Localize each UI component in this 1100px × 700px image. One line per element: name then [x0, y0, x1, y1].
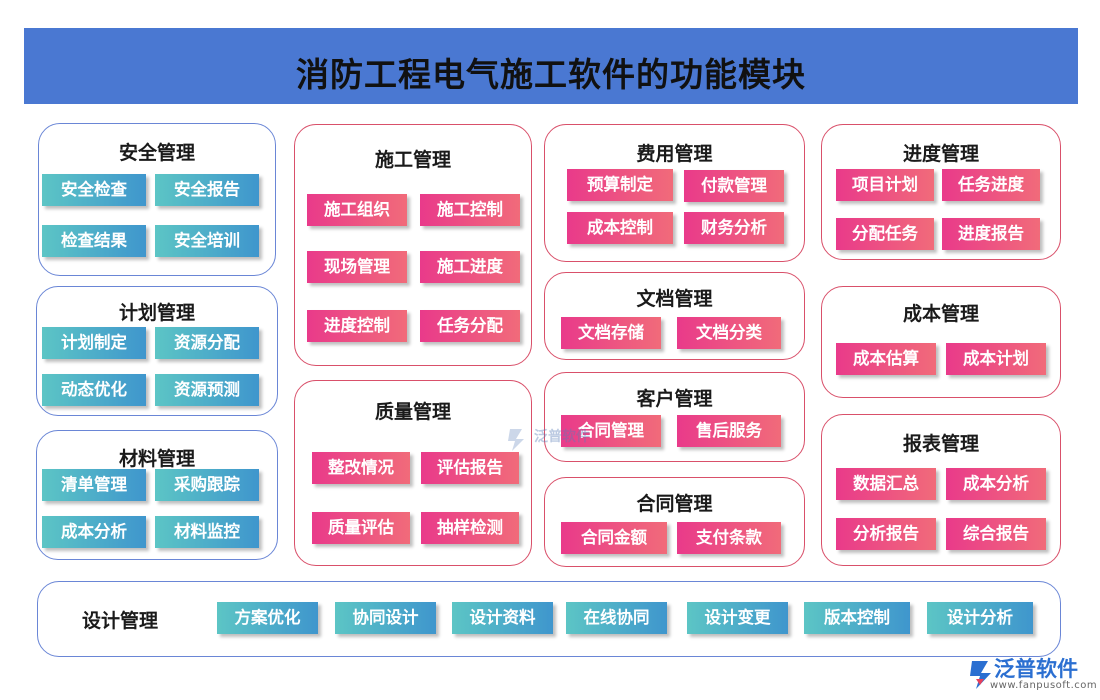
item-cost-plan[interactable]: 成本计划	[946, 343, 1046, 375]
item-task-progress[interactable]: 任务进度	[942, 169, 1040, 201]
module-cost-title: 成本管理	[902, 303, 979, 325]
item-evaluation-report[interactable]: 评估报告	[421, 452, 519, 484]
item-online-collaboration[interactable]: 在线协同	[566, 602, 667, 634]
item-payment-management[interactable]: 付款管理	[684, 170, 784, 202]
watermark-logo-icon	[508, 429, 524, 451]
item-version-control[interactable]: 版本控制	[804, 602, 910, 634]
item-construction-progress[interactable]: 施工进度	[420, 251, 520, 283]
item-design-materials[interactable]: 设计资料	[452, 602, 553, 634]
item-cost-control[interactable]: 成本控制	[567, 212, 673, 244]
module-quality-title: 质量管理	[374, 401, 451, 423]
module-contract-title: 合同管理	[636, 493, 713, 515]
item-design-analysis[interactable]: 设计分析	[927, 602, 1033, 634]
module-design-title: 设计管理	[82, 610, 159, 632]
item-after-sales[interactable]: 售后服务	[677, 415, 781, 447]
module-material-title: 材料管理	[118, 448, 195, 470]
watermark-text: 泛普软件	[534, 429, 590, 445]
item-cost-estimate[interactable]: 成本估算	[836, 343, 936, 375]
item-collaborative-design[interactable]: 协同设计	[335, 602, 436, 634]
item-material-monitor[interactable]: 材料监控	[155, 516, 259, 548]
item-purchase-tracking[interactable]: 采购跟踪	[155, 469, 259, 501]
item-cost-analysis-report[interactable]: 成本分析	[946, 468, 1046, 500]
item-plan-making[interactable]: 计划制定	[42, 327, 146, 359]
logo-name: 泛普软件	[994, 657, 1078, 681]
item-document-storage[interactable]: 文档存储	[561, 317, 661, 349]
item-safety-check[interactable]: 安全检查	[42, 174, 146, 206]
item-resource-forecast[interactable]: 资源预测	[155, 374, 259, 406]
item-resource-allocation[interactable]: 资源分配	[155, 327, 259, 359]
item-payment-terms[interactable]: 支付条款	[677, 522, 781, 554]
item-site-management[interactable]: 现场管理	[307, 251, 407, 283]
logo-url: www.fanpusoft.com	[990, 680, 1098, 691]
item-rectification[interactable]: 整改情况	[312, 452, 410, 484]
item-comprehensive-report[interactable]: 综合报告	[946, 518, 1046, 550]
item-document-category[interactable]: 文档分类	[677, 317, 781, 349]
item-safety-training[interactable]: 安全培训	[155, 225, 259, 257]
module-customer-title: 客户管理	[636, 388, 713, 410]
item-quality-evaluation[interactable]: 质量评估	[312, 512, 410, 544]
item-construction-org[interactable]: 施工组织	[307, 194, 407, 226]
module-report-title: 报表管理	[902, 433, 979, 455]
item-safety-report[interactable]: 安全报告	[155, 174, 259, 206]
module-document-title: 文档管理	[636, 288, 713, 310]
item-check-result[interactable]: 检查结果	[42, 225, 146, 257]
item-data-summary[interactable]: 数据汇总	[836, 468, 936, 500]
item-list-management[interactable]: 清单管理	[42, 469, 146, 501]
item-budget-making[interactable]: 预算制定	[567, 169, 673, 201]
title-banner: 消防工程电气施工软件的功能模块	[24, 28, 1078, 104]
item-sampling-test[interactable]: 抽样检测	[421, 512, 519, 544]
item-dynamic-optimization[interactable]: 动态优化	[42, 374, 146, 406]
page-title: 消防工程电气施工软件的功能模块	[296, 55, 806, 94]
item-analysis-report[interactable]: 分析报告	[836, 518, 936, 550]
module-safety-title: 安全管理	[118, 142, 195, 164]
module-plan-title: 计划管理	[118, 302, 195, 324]
item-progress-control[interactable]: 进度控制	[307, 310, 407, 342]
module-progress-title: 进度管理	[902, 143, 979, 165]
item-cost-analysis[interactable]: 成本分析	[42, 516, 146, 548]
item-assign-task[interactable]: 分配任务	[836, 218, 934, 250]
item-progress-report[interactable]: 进度报告	[942, 218, 1040, 250]
item-contract-amount[interactable]: 合同金额	[561, 522, 667, 554]
module-construction-title: 施工管理	[374, 149, 451, 171]
item-scheme-optimization[interactable]: 方案优化	[217, 602, 318, 634]
fanpu-logo-icon	[970, 661, 991, 689]
module-cost: 成本管理	[821, 286, 1061, 398]
module-expense-title: 费用管理	[636, 143, 713, 165]
item-project-plan[interactable]: 项目计划	[836, 169, 934, 201]
item-construction-control[interactable]: 施工控制	[420, 194, 520, 226]
item-contract-management[interactable]: 合同管理	[561, 415, 661, 447]
item-design-change[interactable]: 设计变更	[687, 602, 788, 634]
item-task-allocation[interactable]: 任务分配	[420, 310, 520, 342]
item-financial-analysis[interactable]: 财务分析	[684, 212, 784, 244]
